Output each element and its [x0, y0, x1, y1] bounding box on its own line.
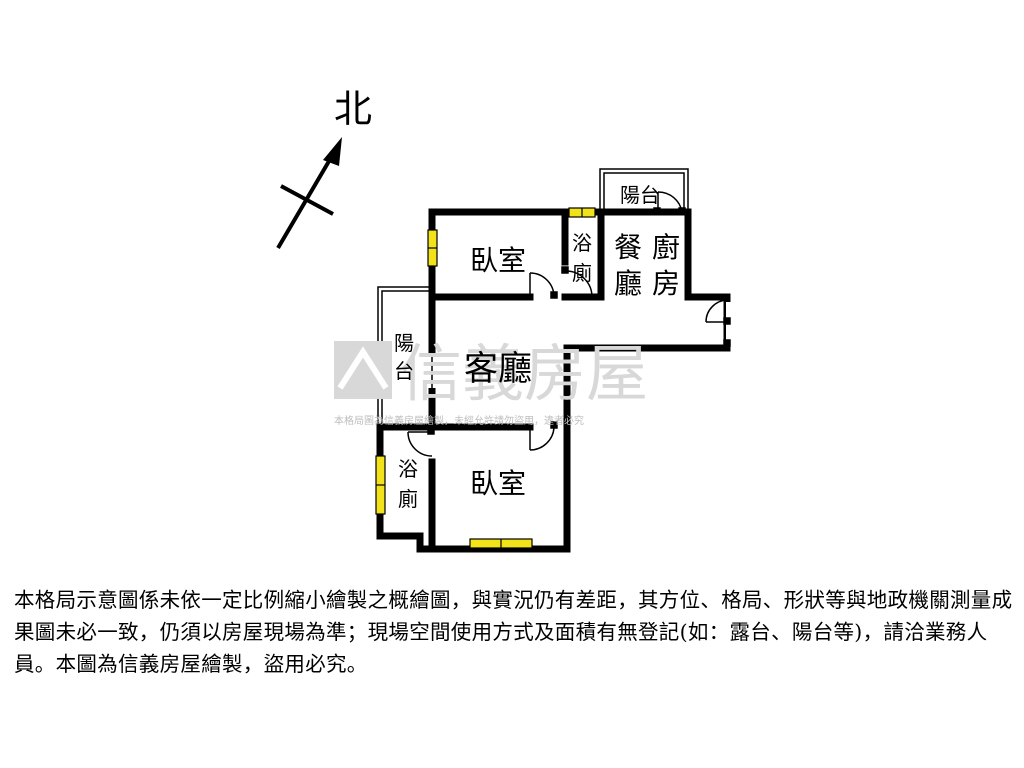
door-entrance — [705, 299, 733, 347]
wall-exterior — [376, 208, 731, 553]
label-living: 客廳 — [464, 349, 532, 389]
label-dining-1: 餐 — [614, 231, 642, 264]
label-bedroom-top: 臥室 — [470, 244, 526, 277]
window-bedroom-top-west — [427, 229, 438, 267]
window-bath-bottom-west — [375, 455, 386, 515]
room-labels: 臥室 浴 廁 陽台 餐 廳 廚 房 陽 台 客廳 浴 廁 臥室 — [394, 183, 680, 511]
disclaimer-text: 本格局示意圖係未依一定比例縮小繪製之概繪圖，與實況仍有差距，其方位、格局、形狀等… — [14, 588, 1013, 676]
watermark-logo-icon — [334, 341, 392, 399]
door-balcony-top — [653, 191, 686, 215]
label-balcony-left-1: 陽 — [394, 331, 414, 355]
balcony-top-outline-inner — [603, 172, 685, 212]
label-bath-bottom-1: 浴 — [398, 457, 418, 481]
window-bedroom-bottom-south — [469, 538, 533, 549]
balcony-top-outline — [599, 168, 689, 212]
label-bath-top-1: 浴 — [572, 231, 592, 255]
door-bath-bottom — [407, 427, 435, 457]
watermark-brand: 信義房屋 — [400, 337, 648, 410]
door-balcony-left — [428, 356, 436, 388]
compass-crossbar — [280, 184, 334, 216]
label-balcony-left-2: 台 — [394, 359, 414, 383]
door-bedroom-top — [529, 272, 558, 299]
windows — [375, 207, 596, 549]
label-bath-top-2: 廁 — [572, 261, 592, 285]
door-bedroom-bottom — [529, 421, 558, 451]
watermark: 信義房屋 本格局圖為信義房屋繪製，未經允許請勿盜用，違者必究 — [334, 337, 648, 427]
walls — [376, 208, 731, 553]
label-balcony-top: 陽台 — [620, 183, 660, 207]
label-kitchen-1: 廚 — [652, 231, 680, 264]
label-bedroom-bottom: 臥室 — [470, 467, 526, 500]
label-dining-2: 廳 — [614, 267, 642, 300]
north-compass: 北 — [276, 87, 372, 250]
compass-arrow-head — [323, 137, 342, 166]
label-kitchen-2: 房 — [652, 267, 680, 300]
watermark-notice: 本格局圖為信義房屋繪製，未經允許請勿盜用，違者必究 — [334, 414, 584, 427]
door-bath-top — [561, 266, 593, 298]
compass-arrow-shaft — [276, 154, 334, 250]
window-bath-top-north — [568, 207, 596, 218]
compass-north-label: 北 — [334, 87, 372, 131]
doors — [407, 191, 733, 457]
label-bath-bottom-2: 廁 — [398, 487, 418, 511]
